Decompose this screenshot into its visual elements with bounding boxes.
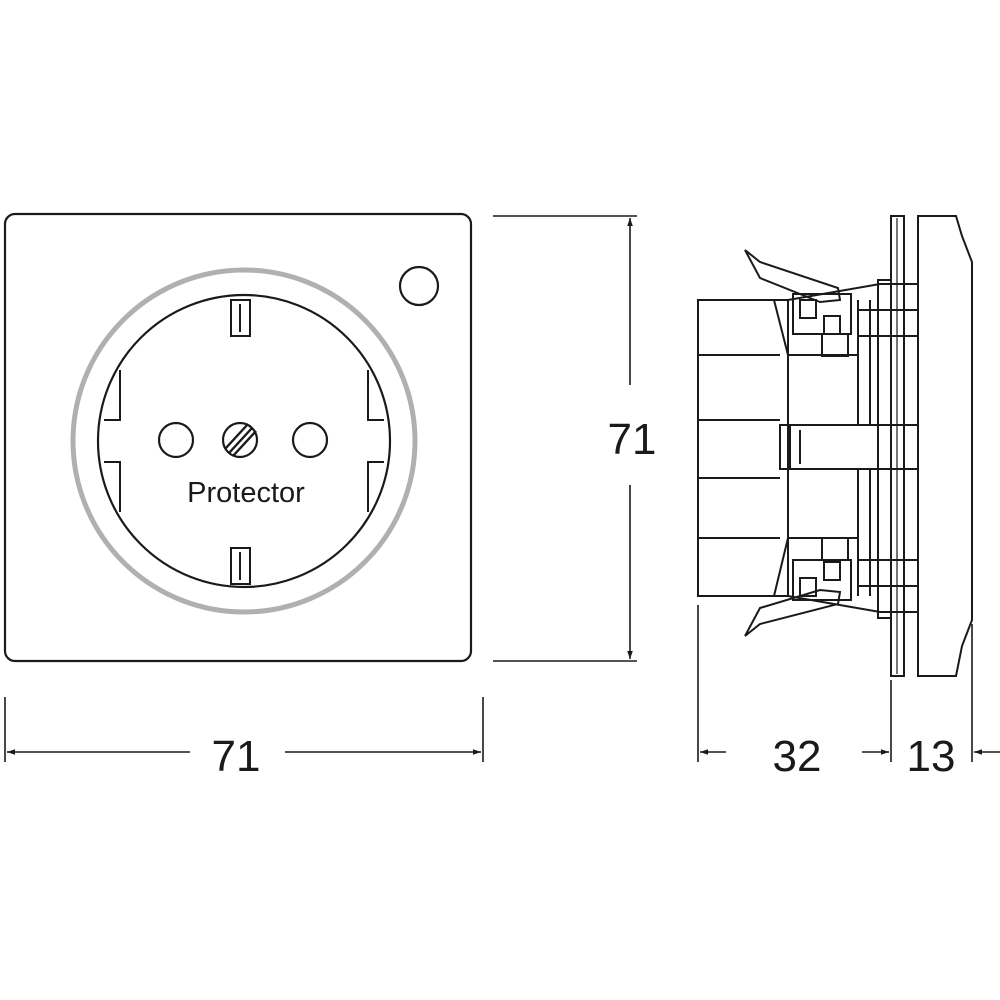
cover-plate-side <box>917 215 973 677</box>
pin-hole-left <box>157 421 195 459</box>
insert-body <box>697 299 789 597</box>
socket-face <box>96 293 392 589</box>
earthing-clip-left <box>104 370 121 512</box>
lower-terminal <box>744 469 918 637</box>
earth-contact-top <box>230 299 251 337</box>
earthing-clip-right <box>367 370 384 512</box>
center-screw-icon <box>221 421 259 459</box>
earth-contact-bottom <box>230 547 251 585</box>
pin-hole-right <box>291 421 329 459</box>
depth-body-value: 32 <box>773 732 822 781</box>
front-view <box>3 212 473 663</box>
cover-plate-outline <box>3 212 473 663</box>
led-indicator <box>398 265 440 307</box>
center-connector <box>779 424 919 470</box>
upper-terminal <box>744 249 918 425</box>
depth-cover-value: 13 <box>907 732 956 781</box>
height-dimension <box>493 215 637 662</box>
depth-dimension <box>697 605 1000 762</box>
width-dimension-value: 71 <box>212 732 261 781</box>
side-view <box>697 215 973 677</box>
socket-outer-ring <box>70 267 418 615</box>
support-plate <box>877 279 892 619</box>
height-dimension-value: 71 <box>608 415 657 464</box>
width-dimension <box>4 697 484 762</box>
socket-brand-label: Protector <box>187 477 305 509</box>
